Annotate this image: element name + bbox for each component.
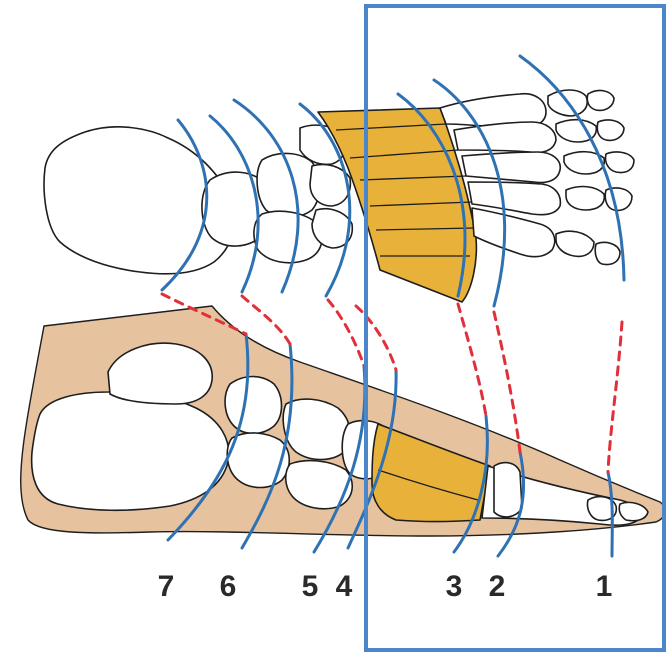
metatarsal-3: [462, 152, 560, 183]
metatarsal-2: [454, 122, 556, 153]
level-label-2: 2: [489, 570, 506, 603]
level-label-7: 7: [158, 570, 175, 603]
level-label-1: 1: [596, 570, 613, 603]
level-label-4: 4: [336, 570, 353, 603]
calcaneus-lateral: [32, 392, 229, 511]
navicular-lateral: [225, 377, 281, 434]
level-label-3: 3: [446, 570, 463, 603]
level-label-6: 6: [220, 570, 237, 603]
level-labels: 7 6 5 4 3 2 1: [158, 570, 613, 603]
phalanx-lateral-1: [494, 463, 522, 517]
cuboid-dorsal: [254, 211, 322, 263]
lateral-view-skeleton: [21, 306, 665, 536]
level-label-5: 5: [302, 570, 319, 603]
